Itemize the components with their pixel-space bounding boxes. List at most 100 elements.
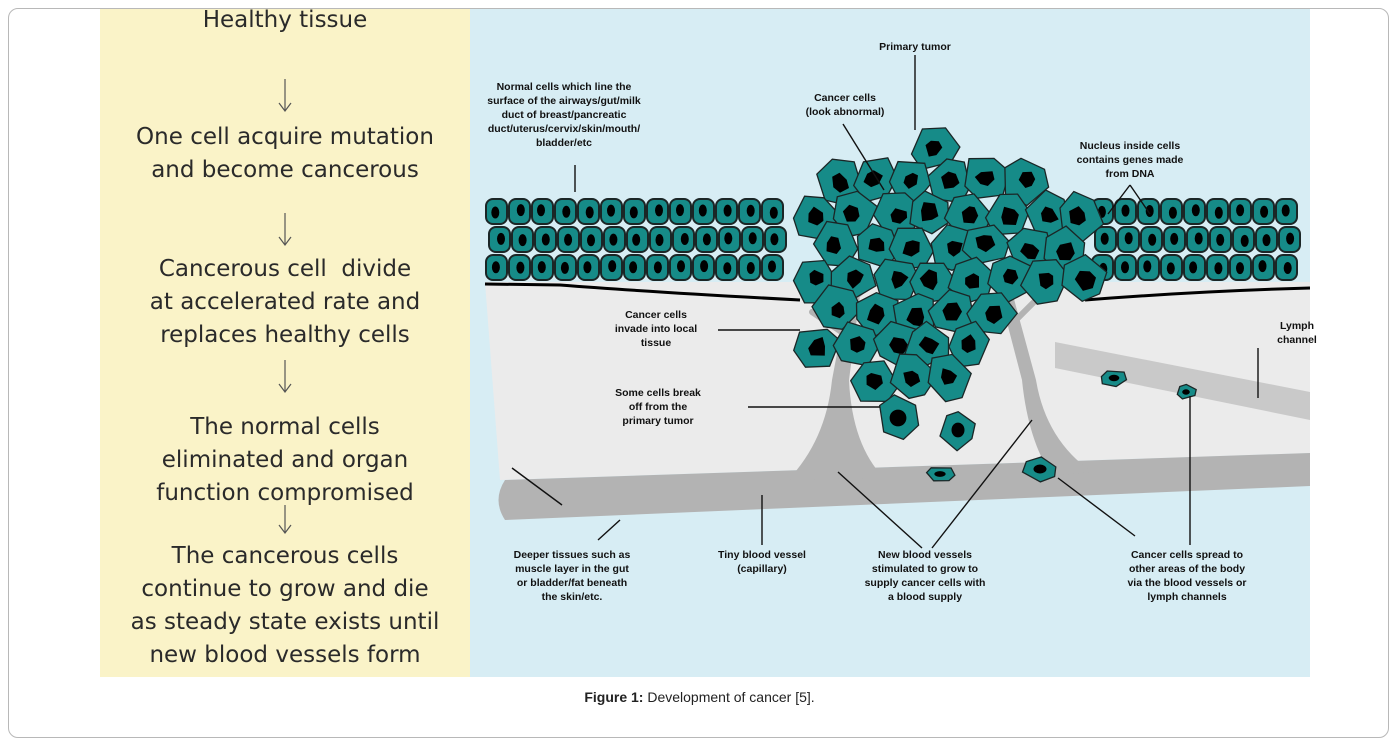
caption-text: Development of cancer [5]. <box>643 689 814 705</box>
figure-caption: Figure 1: Development of cancer [5]. <box>0 689 1399 705</box>
cell-nucleus <box>654 261 662 273</box>
cell-nucleus <box>1195 233 1203 245</box>
label-line: (capillary) <box>702 562 822 576</box>
down-arrow-icon <box>278 360 292 394</box>
cell-nucleus <box>1143 260 1151 272</box>
cell-nucleus <box>564 234 572 246</box>
cell-nucleus <box>681 233 689 245</box>
cell-nucleus <box>537 204 545 216</box>
label-line: a blood supply <box>850 590 1000 604</box>
label-line: tissue <box>600 336 712 350</box>
cell-nucleus <box>1170 233 1178 245</box>
cell-nucleus <box>890 410 907 427</box>
label-break-off: Some cells break off from the primary tu… <box>598 386 718 428</box>
cell-nucleus <box>630 206 638 218</box>
cell-nucleus <box>491 207 499 219</box>
step-steady-state: The cancerous cells continue to grow and… <box>100 540 470 672</box>
cell-nucleus <box>629 261 637 273</box>
label-line: bladder/etc <box>476 136 652 150</box>
cell-nucleus <box>1260 206 1268 218</box>
label-line: Primary tumor <box>845 40 985 54</box>
label-line: Normal cells which line the <box>476 80 652 94</box>
label-line: contains genes made <box>1060 153 1200 167</box>
step-line: replaces healthy cells <box>100 319 470 352</box>
cell-nucleus <box>656 234 664 246</box>
cell-nucleus <box>497 233 505 245</box>
cell-nucleus <box>607 205 615 217</box>
label-line: Cancer cells <box>600 308 712 322</box>
cell-nucleus <box>700 260 708 272</box>
cell-nucleus <box>1236 262 1244 274</box>
label-line: New blood vessels <box>850 548 1000 562</box>
cell-nucleus <box>1034 465 1047 474</box>
cell-nucleus <box>724 232 732 244</box>
cell-nucleus <box>724 205 732 217</box>
cell-nucleus <box>1282 205 1290 217</box>
cell-nucleus <box>1109 375 1120 381</box>
cell-nucleus <box>770 233 778 245</box>
cell-nucleus <box>1236 204 1244 216</box>
cell-nucleus <box>1125 232 1133 244</box>
step-line: One cell acquire mutation <box>100 121 470 154</box>
cell-nucleus <box>608 260 616 272</box>
label-line: via the blood vessels or <box>1110 576 1264 590</box>
step-line: The normal cells <box>100 411 470 444</box>
cell-nucleus <box>542 234 550 246</box>
label-line: Lymph <box>1262 319 1332 333</box>
down-arrow-icon <box>278 213 292 247</box>
label-line: from DNA <box>1060 167 1200 181</box>
leader-deeper-tissues <box>598 520 620 540</box>
label-line: channel <box>1262 333 1332 347</box>
label-line: or bladder/fat beneath <box>502 576 642 590</box>
step-line: and become cancerous <box>100 154 470 187</box>
label-cancer-cells: Cancer cells (look abnormal) <box>785 91 905 119</box>
label-line: off from the <box>598 400 718 414</box>
cell-nucleus <box>723 262 731 274</box>
cell-nucleus <box>1182 389 1190 394</box>
step-line: new blood vessels form <box>100 639 470 672</box>
cell-nucleus <box>587 234 595 246</box>
cell-nucleus <box>517 204 525 216</box>
cell-nucleus <box>703 233 711 245</box>
label-normal-cells: Normal cells which line the surface of t… <box>476 80 652 150</box>
cell-nucleus <box>749 232 757 244</box>
cell-nucleus <box>1121 261 1129 273</box>
label-line: duct/uterus/cervix/skin/mouth/ <box>476 122 652 136</box>
label-primary-tumor: Primary tumor <box>845 40 985 54</box>
cell-nucleus <box>747 205 755 217</box>
cell-nucleus <box>934 471 945 477</box>
cell-nucleus <box>562 206 570 218</box>
cell-nucleus <box>1214 262 1222 274</box>
cell-nucleus <box>676 204 684 216</box>
cell-nucleus <box>1101 233 1109 245</box>
label-lymph-channel: Lymph channel <box>1262 319 1332 347</box>
label-line: Tiny blood vessel <box>702 548 822 562</box>
label-spread: Cancer cells spread to other areas of th… <box>1110 548 1264 604</box>
cell-nucleus <box>632 234 640 246</box>
cell-nucleus <box>1263 234 1271 246</box>
step-line: eliminated and organ <box>100 444 470 477</box>
step-mutation: One cell acquire mutation and become can… <box>100 121 470 187</box>
step-line: as steady state exists until <box>100 606 470 639</box>
label-line: lymph channels <box>1110 590 1264 604</box>
label-line: Cancer cells <box>785 91 905 105</box>
cell-nucleus <box>1169 207 1177 219</box>
cell-nucleus <box>1241 235 1249 247</box>
label-line: invade into local <box>600 322 712 336</box>
label-line: Deeper tissues such as <box>502 548 642 562</box>
step-normal-cells-eliminated: The normal cells eliminated and organ fu… <box>100 411 470 510</box>
label-invade: Cancer cells invade into local tissue <box>600 308 712 350</box>
cell-nucleus <box>516 262 524 274</box>
step-healthy-tissue: Healthy tissue <box>100 4 470 37</box>
label-nucleus: Nucleus inside cells contains genes made… <box>1060 139 1200 181</box>
cell-nucleus <box>583 261 591 273</box>
step-line: The cancerous cells <box>100 540 470 573</box>
cell-nucleus <box>699 205 707 217</box>
cell-nucleus <box>1215 207 1223 219</box>
cell-nucleus <box>655 204 663 216</box>
label-line: surface of the airways/gut/milk <box>476 94 652 108</box>
label-line: supply cancer cells with <box>850 576 1000 590</box>
cell-nucleus <box>677 260 685 272</box>
cell-nucleus <box>1148 234 1156 246</box>
down-arrow-icon <box>278 79 292 113</box>
